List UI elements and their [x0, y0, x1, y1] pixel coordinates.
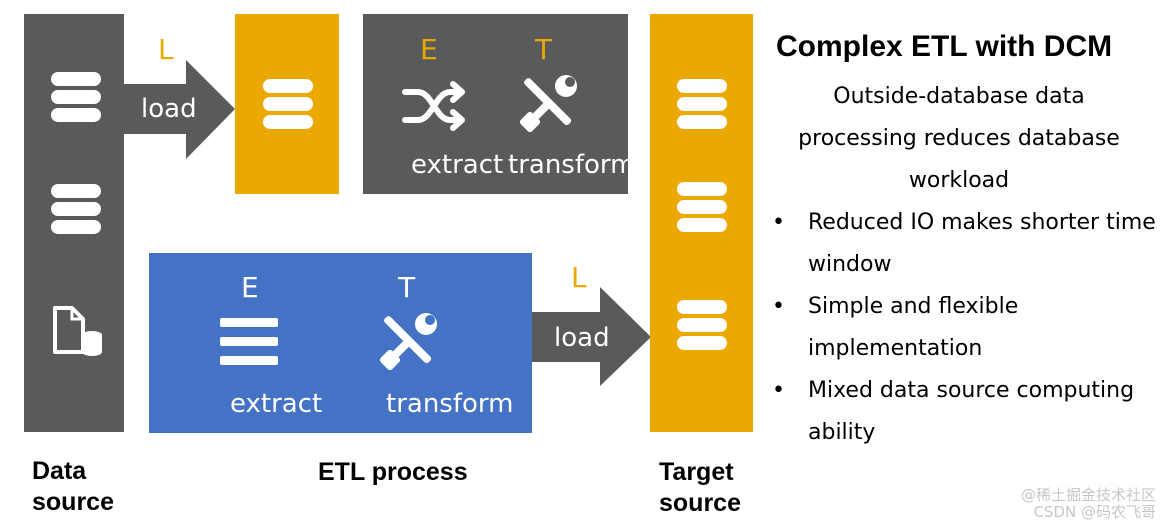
target-source-caption: Target source — [659, 458, 741, 517]
database-icon — [677, 300, 727, 350]
load-label-bottom: load — [554, 323, 610, 353]
data-source-caption: Data source — [32, 457, 114, 516]
etl-process-caption: ETL process — [318, 458, 468, 486]
extract-letter-bottom: E — [241, 271, 259, 304]
file-database-icon — [53, 306, 102, 356]
transform-letter-top: T — [535, 33, 553, 66]
shuffle-icon — [402, 81, 465, 131]
bullet-dot: • — [772, 294, 785, 319]
load-arrow-top — [122, 60, 235, 159]
panel-description: Outside-database data processing reduces… — [798, 84, 1120, 193]
extract-letter-top: E — [420, 33, 438, 66]
extract-label-bottom: extract — [230, 389, 323, 419]
load-label-top: load — [141, 94, 197, 124]
database-icon — [51, 72, 101, 122]
extract-label-top: extract — [411, 150, 504, 180]
bullet-dot: • — [772, 378, 785, 403]
list-item: • Reduced IO makes shorter time window — [772, 202, 1162, 286]
lines-icon — [220, 318, 278, 365]
database-icon — [677, 79, 727, 129]
load-letter-top: L — [158, 33, 174, 66]
list-item: • Simple and flexible implementation — [772, 286, 1162, 370]
in-database-et-box — [363, 14, 628, 194]
outside-database-et-box — [149, 253, 532, 433]
transform-label-top: transform — [508, 150, 636, 180]
transform-label-bottom: transform — [386, 389, 514, 419]
panel-title: Complex ETL with DCM — [776, 30, 1113, 63]
list-item-text: Mixed data source computing ability — [808, 378, 1135, 445]
watermark-line2: CSDN @码农飞哥 — [1033, 503, 1156, 521]
database-icon — [51, 184, 101, 234]
load-letter-bottom: L — [571, 261, 587, 294]
transform-letter-bottom: T — [398, 271, 416, 304]
database-icon — [263, 79, 313, 129]
tools-icon — [519, 75, 577, 133]
watermark-line1: @稀土掘金技术社区 — [1020, 486, 1156, 504]
list-item-text: Simple and flexible implementation — [808, 294, 1019, 361]
list-item: • Mixed data source computing ability — [772, 370, 1162, 454]
list-item-text: Reduced IO makes shorter time window — [808, 210, 1156, 277]
tools-icon — [379, 313, 437, 371]
database-icon — [677, 182, 727, 232]
bullet-dot: • — [772, 210, 785, 235]
load-arrow-bottom — [532, 287, 651, 386]
feature-list: • Reduced IO makes shorter time window • S… — [772, 202, 1162, 454]
